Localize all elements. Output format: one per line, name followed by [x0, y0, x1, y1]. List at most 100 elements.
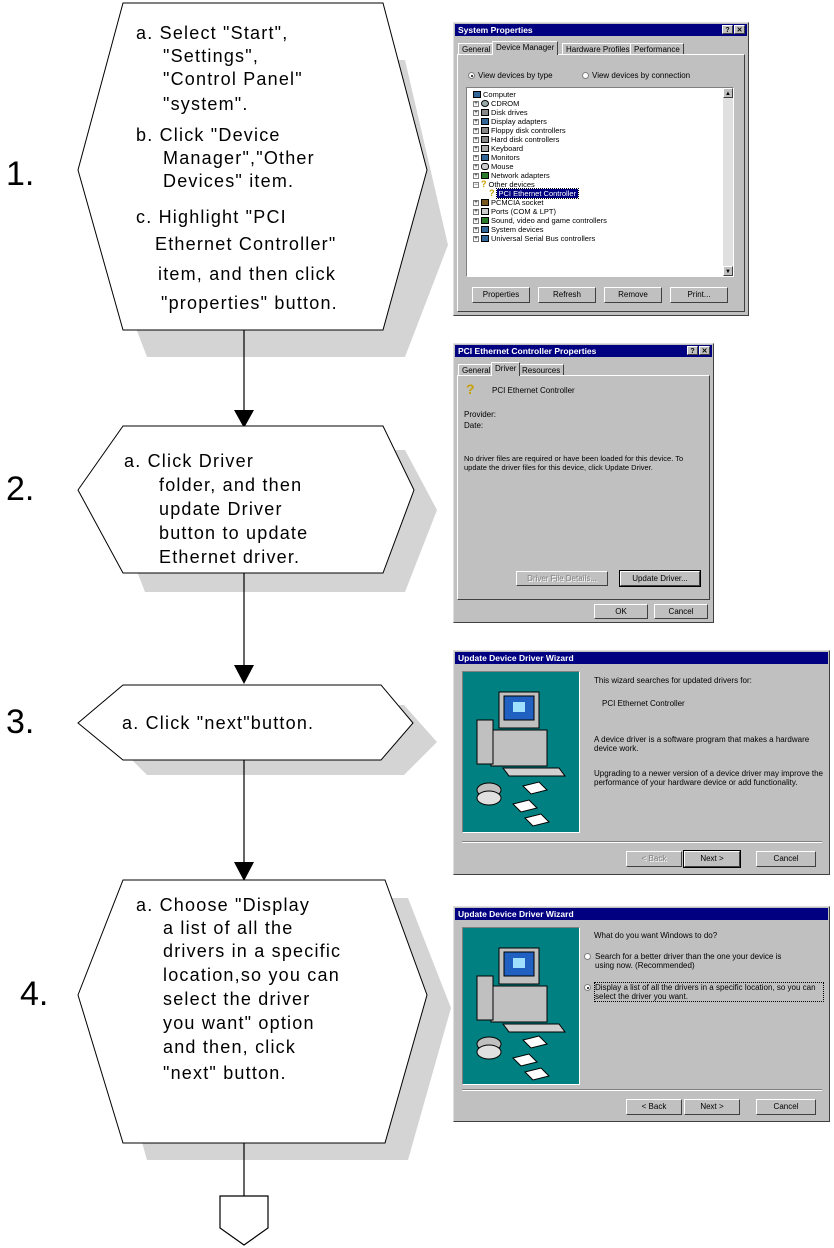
step1-line-1: a. Select "Start", — [136, 23, 289, 43]
expand-icon[interactable]: + — [473, 109, 479, 116]
system-properties-titlebar: System Properties ? ✕ — [455, 24, 747, 36]
cancel-button[interactable]: Cancel — [756, 851, 816, 867]
tree-item-disk-drives[interactable]: +Disk drives — [473, 108, 528, 117]
dialog-title: Update Device Driver Wizard — [458, 909, 574, 919]
expand-icon[interactable]: + — [473, 118, 479, 125]
tree-item-floppy[interactable]: +Floppy disk controllers — [473, 126, 566, 135]
driver-panel — [457, 375, 710, 600]
step4-shape — [77, 879, 428, 1144]
device-question-icon: ? — [466, 381, 475, 397]
system-properties-dialog: System Properties ? ✕ General Device Man… — [453, 22, 749, 316]
wizard-separator — [462, 841, 822, 843]
step1-shape — [77, 2, 428, 331]
monitor-icon — [481, 154, 489, 161]
close-button[interactable]: ✕ — [699, 346, 710, 355]
tree-item-usb[interactable]: +Universal Serial Bus controllers — [473, 234, 596, 243]
wizard-intro-titlebar: Update Device Driver Wizard — [455, 652, 828, 664]
collapse-icon[interactable]: − — [473, 181, 479, 188]
port-icon — [481, 208, 489, 215]
cancel-button[interactable]: Cancel — [756, 1099, 816, 1115]
expand-icon[interactable]: + — [473, 226, 479, 233]
question-icon: ? — [481, 179, 487, 189]
tree-item-sound[interactable]: +Sound, video and game controllers — [473, 216, 607, 225]
wizard-separator — [462, 1089, 822, 1091]
off-page-connector — [219, 1195, 269, 1246]
tree-scrollbar[interactable]: ▲ ▼ — [723, 88, 733, 276]
step1-line-3: "Control Panel" — [163, 69, 303, 89]
expand-icon[interactable]: + — [473, 100, 479, 107]
tree-item-hard-disk[interactable]: +Hard disk controllers — [473, 135, 560, 144]
scroll-up-icon[interactable]: ▲ — [723, 88, 733, 98]
option-search-row[interactable]: Search for a better driver than the one … — [584, 952, 795, 970]
mouse-icon — [481, 163, 489, 170]
expand-icon[interactable]: + — [473, 172, 479, 179]
close-button[interactable]: ✕ — [734, 25, 745, 34]
tab-performance[interactable]: Performance — [630, 43, 684, 55]
help-button[interactable]: ? — [722, 25, 733, 34]
help-button[interactable]: ? — [687, 346, 698, 355]
radio-by-type[interactable] — [468, 72, 475, 79]
back-button[interactable]: < Back — [626, 851, 682, 867]
pcmcia-icon — [481, 199, 489, 206]
tree-item-system-devices[interactable]: +System devices — [473, 225, 544, 234]
radio-by-type-option[interactable]: View devices by type — [468, 71, 553, 80]
update-driver-button[interactable]: Update Driver... — [619, 570, 701, 587]
option-display-list-row[interactable]: Display a list of all the drivers in a s… — [584, 982, 824, 1002]
tree-item-mouse[interactable]: +Mouse — [473, 162, 514, 171]
step4-line-7: and then, click — [163, 1037, 297, 1057]
expand-icon[interactable]: + — [473, 136, 479, 143]
expand-icon[interactable]: + — [473, 154, 479, 161]
step1-line-9: Ethernet Controller" — [155, 234, 337, 254]
tree-item-network[interactable]: +Network adapters — [473, 171, 550, 180]
option-search-label: Search for a better driver than the one … — [595, 952, 782, 970]
cancel-button[interactable]: Cancel — [654, 604, 708, 619]
step2-line-2: folder, and then — [159, 475, 303, 495]
date-label: Date: — [464, 421, 484, 430]
step1-line-4: "system". — [163, 94, 249, 114]
scroll-down-icon[interactable]: ▼ — [723, 266, 733, 276]
remove-button[interactable]: Remove — [604, 287, 662, 303]
back-button[interactable]: < Back — [626, 1099, 682, 1115]
step3-shape — [77, 684, 414, 761]
next-button[interactable]: Next > — [684, 1099, 740, 1115]
device-tree[interactable]: Computer +CDROM +Disk drives +Display ad… — [466, 87, 734, 277]
tree-item-cdrom[interactable]: +CDROM — [473, 99, 520, 108]
expand-icon[interactable]: + — [473, 208, 479, 215]
properties-button[interactable]: Properties — [472, 287, 530, 303]
radio-by-connection-option[interactable]: View devices by connection — [582, 71, 690, 80]
wizard-intro-dialog: Update Device Driver Wizard This wizard … — [453, 650, 830, 875]
tree-item-other-devices[interactable]: −?Other devices — [473, 179, 535, 189]
tab-driver[interactable]: Driver — [491, 362, 521, 376]
tree-item-pci-ethernet[interactable]: ?PCI Ethernet Controller — [489, 188, 580, 199]
tree-item-pcmcia[interactable]: +PCMCIA socket — [473, 198, 544, 207]
next-button[interactable]: Next > — [683, 850, 741, 868]
expand-icon[interactable]: + — [473, 127, 479, 134]
refresh-button[interactable]: Refresh — [538, 287, 596, 303]
tab-device-manager[interactable]: Device Manager — [492, 41, 559, 55]
driver-file-details-button[interactable]: Driver File Details... — [516, 571, 608, 586]
tree-item-ports[interactable]: +Ports (COM & LPT) — [473, 207, 557, 216]
step4-line-5: select the driver — [163, 989, 311, 1009]
radio-search-better-driver[interactable] — [584, 953, 591, 960]
expand-icon[interactable]: + — [473, 145, 479, 152]
expand-icon[interactable]: + — [473, 217, 479, 224]
tree-item-monitors[interactable]: +Monitors — [473, 153, 520, 162]
radio-by-type-label: View devices by type — [478, 71, 553, 80]
floppy-icon — [481, 127, 489, 134]
tree-item-computer[interactable]: Computer — [473, 90, 516, 99]
radio-display-list[interactable] — [584, 984, 591, 991]
step4-line-8: "next" button. — [163, 1063, 287, 1083]
option-display-list-label: Display a list of all the drivers in a s… — [594, 982, 824, 1002]
tree-item-display-adapters[interactable]: +Display adapters — [473, 117, 547, 126]
ok-button[interactable]: OK — [594, 604, 648, 619]
wizard-paragraph-1: A device driver is a software program th… — [594, 735, 810, 753]
connector-2-3-arrowhead — [234, 665, 254, 684]
expand-icon[interactable]: + — [473, 163, 479, 170]
print-button[interactable]: Print... — [670, 287, 728, 303]
radio-by-connection[interactable] — [582, 72, 589, 79]
tree-item-keyboard[interactable]: +Keyboard — [473, 144, 524, 153]
pci-properties-dialog: PCI Ethernet Controller Properties ? ✕ G… — [453, 343, 714, 623]
expand-icon[interactable]: + — [473, 235, 479, 242]
expand-icon[interactable]: + — [473, 199, 479, 206]
step1-line-11: "properties" button. — [161, 293, 338, 313]
